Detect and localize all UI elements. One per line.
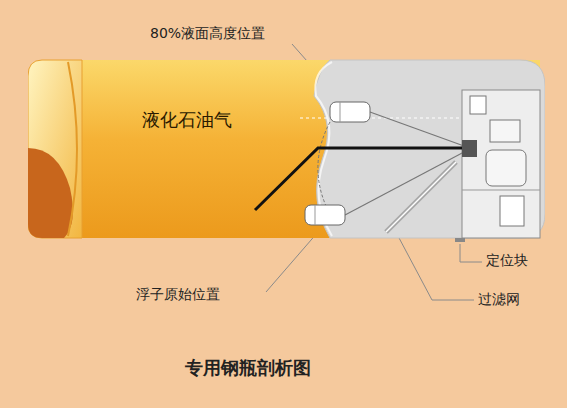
leader-line xyxy=(460,244,482,262)
part-label: 80%液面高度位置 xyxy=(150,25,265,43)
part-label: 定位块 xyxy=(486,252,528,270)
cylinder-body: 液化石油气 xyxy=(28,56,545,242)
leader-line xyxy=(398,236,474,300)
leader-line xyxy=(266,232,318,292)
part-label: 浮子原始位置 xyxy=(136,286,220,304)
node-text: 液化石油气 xyxy=(142,108,232,132)
part-label: 过滤网 xyxy=(478,291,520,309)
title: 专用钢瓶剖析图 xyxy=(185,356,311,380)
cylinder-illustration xyxy=(28,56,545,242)
